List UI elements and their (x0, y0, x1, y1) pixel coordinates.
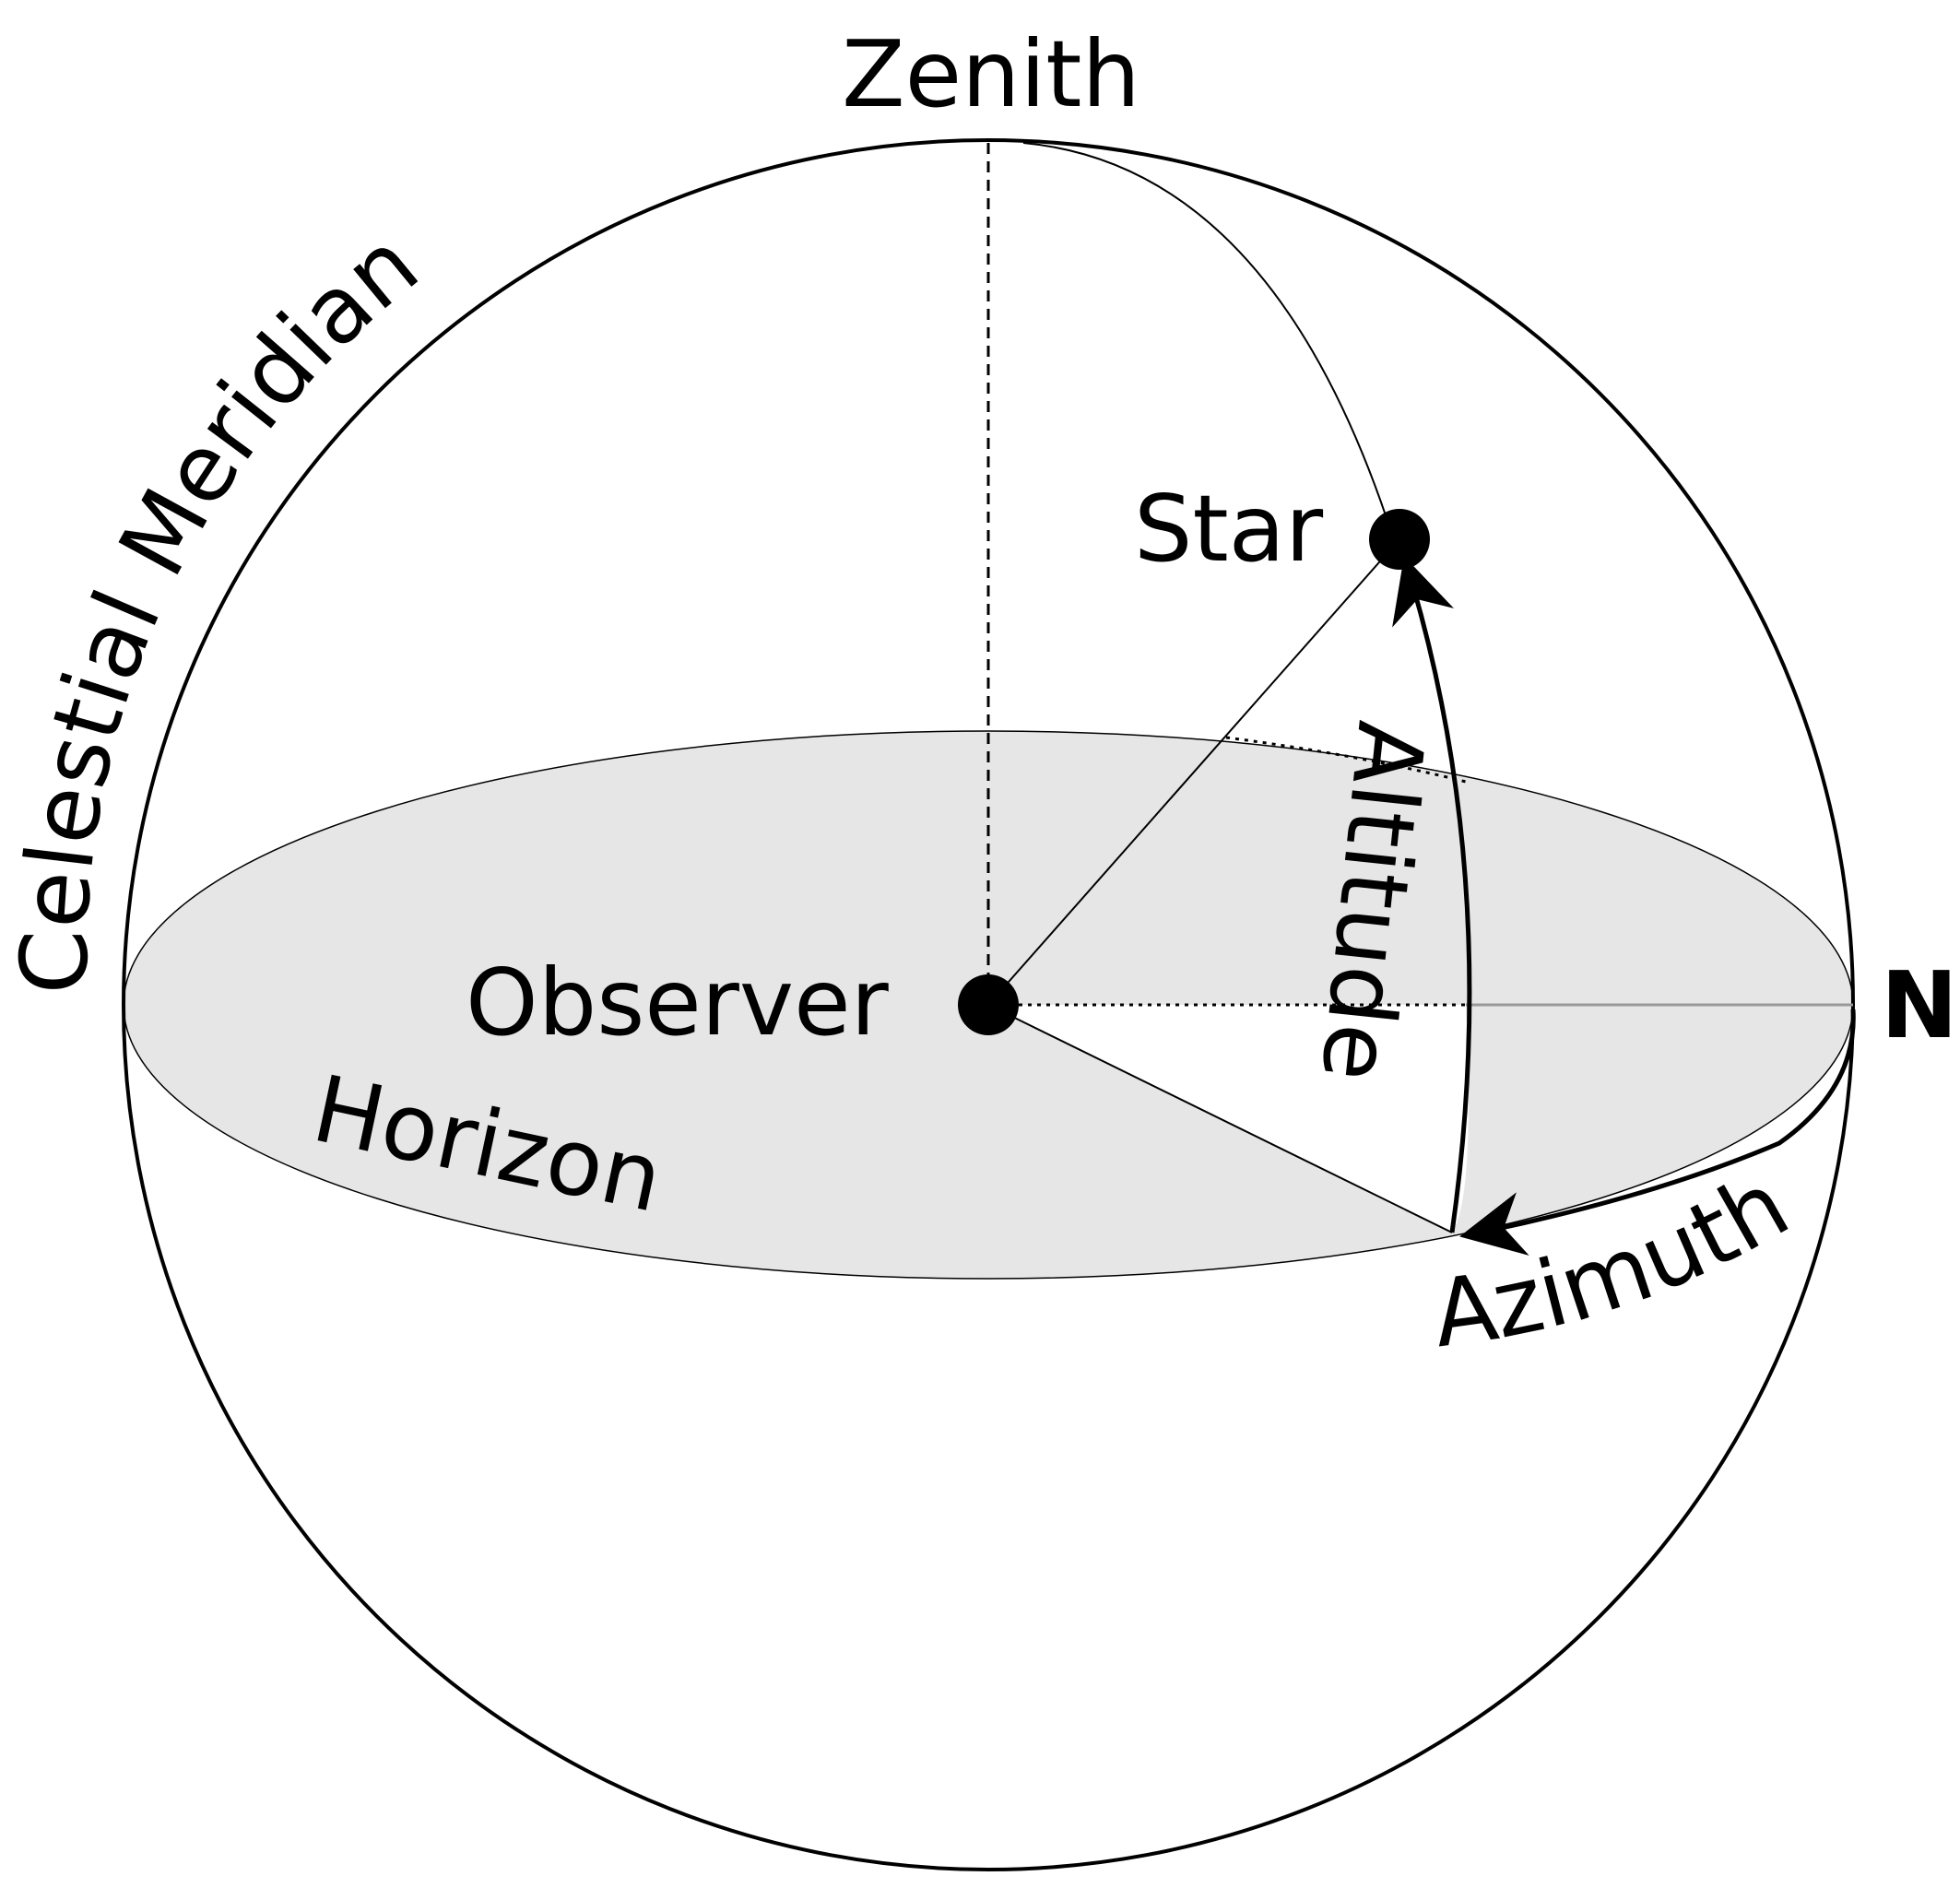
star-point (1369, 509, 1430, 570)
observer-point (958, 974, 1019, 1035)
altitude-arrow (1392, 556, 1472, 1233)
zenith-label: Zenith (842, 20, 1140, 128)
observer-star-foot-line (987, 1004, 1453, 1233)
azimuth-wedge (988, 1005, 1469, 1233)
observer-star-line (987, 538, 1400, 1006)
observer-label: Observer (466, 949, 890, 1056)
azimuth-arrow (1459, 1009, 1856, 1256)
horizon-back-arc-dotted (1225, 736, 1467, 784)
north-label: N (1881, 951, 1958, 1059)
star-label: Star (1134, 475, 1324, 583)
vertical-circle-arc (1022, 142, 1393, 536)
